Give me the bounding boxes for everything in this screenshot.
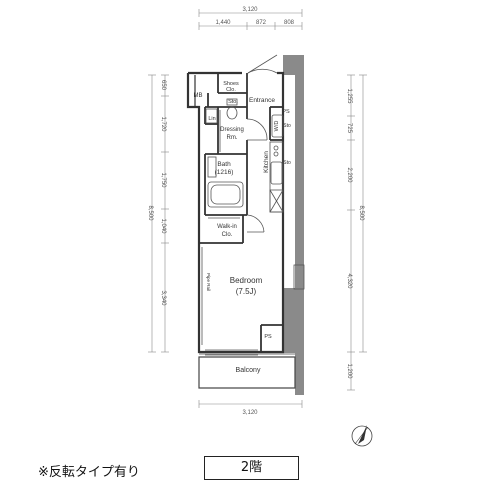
label-ps-top: PS (282, 109, 290, 115)
dim-top-a: 1,440 (215, 20, 231, 26)
compass-north-arrow-icon (351, 425, 373, 447)
label-shoes-line2: Clo. (226, 87, 236, 93)
floor-indicator: 2階 (204, 456, 299, 480)
dim-right-e: 1,200 (346, 363, 352, 379)
label-kitchen: Kitchen (263, 151, 270, 173)
interior-walls (199, 73, 283, 352)
dim-top-b: 872 (256, 20, 267, 26)
reversed-type-note: ※反転タイプ有り (38, 465, 140, 480)
label-bath-line2: (1216) (215, 169, 234, 176)
dim-right-a: 1,255 (346, 88, 352, 104)
dim-right-c: 2,200 (346, 167, 352, 183)
dim-left-d: 1,040 (160, 218, 166, 234)
label-pipe-rail: Pipe Rail (206, 273, 211, 291)
dim-bottom-total: 3,120 (242, 410, 258, 416)
label-bath-line1: Bath (217, 161, 231, 168)
dim-left-c: 1,750 (160, 172, 166, 188)
dim-left-total: 8,500 (147, 205, 153, 221)
dim-top-total: 3,120 (242, 7, 258, 13)
dim-right-d: 4,320 (346, 273, 352, 289)
label-wd-sto: Sto (283, 123, 291, 129)
dim-top-c: 808 (284, 20, 295, 26)
label-bedroom-line1: Bedroom (230, 276, 263, 285)
label-mb: MB (194, 93, 203, 99)
label-balcony: Balcony (236, 367, 261, 374)
label-dressing-line1: Dressing (220, 127, 244, 133)
label-dressing-line2: Rm. (227, 135, 238, 141)
doors (246, 54, 278, 233)
label-entrance: Entrance (249, 97, 275, 104)
label-bedroom-line2: (7.5J) (236, 287, 257, 296)
dim-left-a: 650 (160, 80, 166, 91)
label-lin: Lin (208, 116, 215, 122)
dim-right-total: 8,500 (358, 205, 364, 221)
exterior-walls (186, 55, 304, 395)
label-ps-bottom: PS (264, 334, 272, 340)
label-shoes-line1: Shoes (223, 81, 239, 87)
top-dimensions (198, 9, 303, 30)
fixtures (198, 98, 305, 389)
label-wd: W/D (274, 121, 280, 132)
label-sto-top: Sto. (228, 99, 238, 105)
dim-left-b: 1,720 (160, 116, 166, 132)
left-dimensions (148, 74, 169, 353)
right-dimensions (347, 74, 367, 391)
dim-right-b: 725 (346, 123, 352, 134)
bottom-dimensions (198, 400, 303, 408)
label-walkin-line2: Clo. (222, 232, 233, 238)
dim-left-e: 3,340 (160, 290, 166, 306)
label-walkin-line1: Walk-in (217, 224, 237, 230)
label-kitchen-sto: Sto (283, 160, 291, 166)
